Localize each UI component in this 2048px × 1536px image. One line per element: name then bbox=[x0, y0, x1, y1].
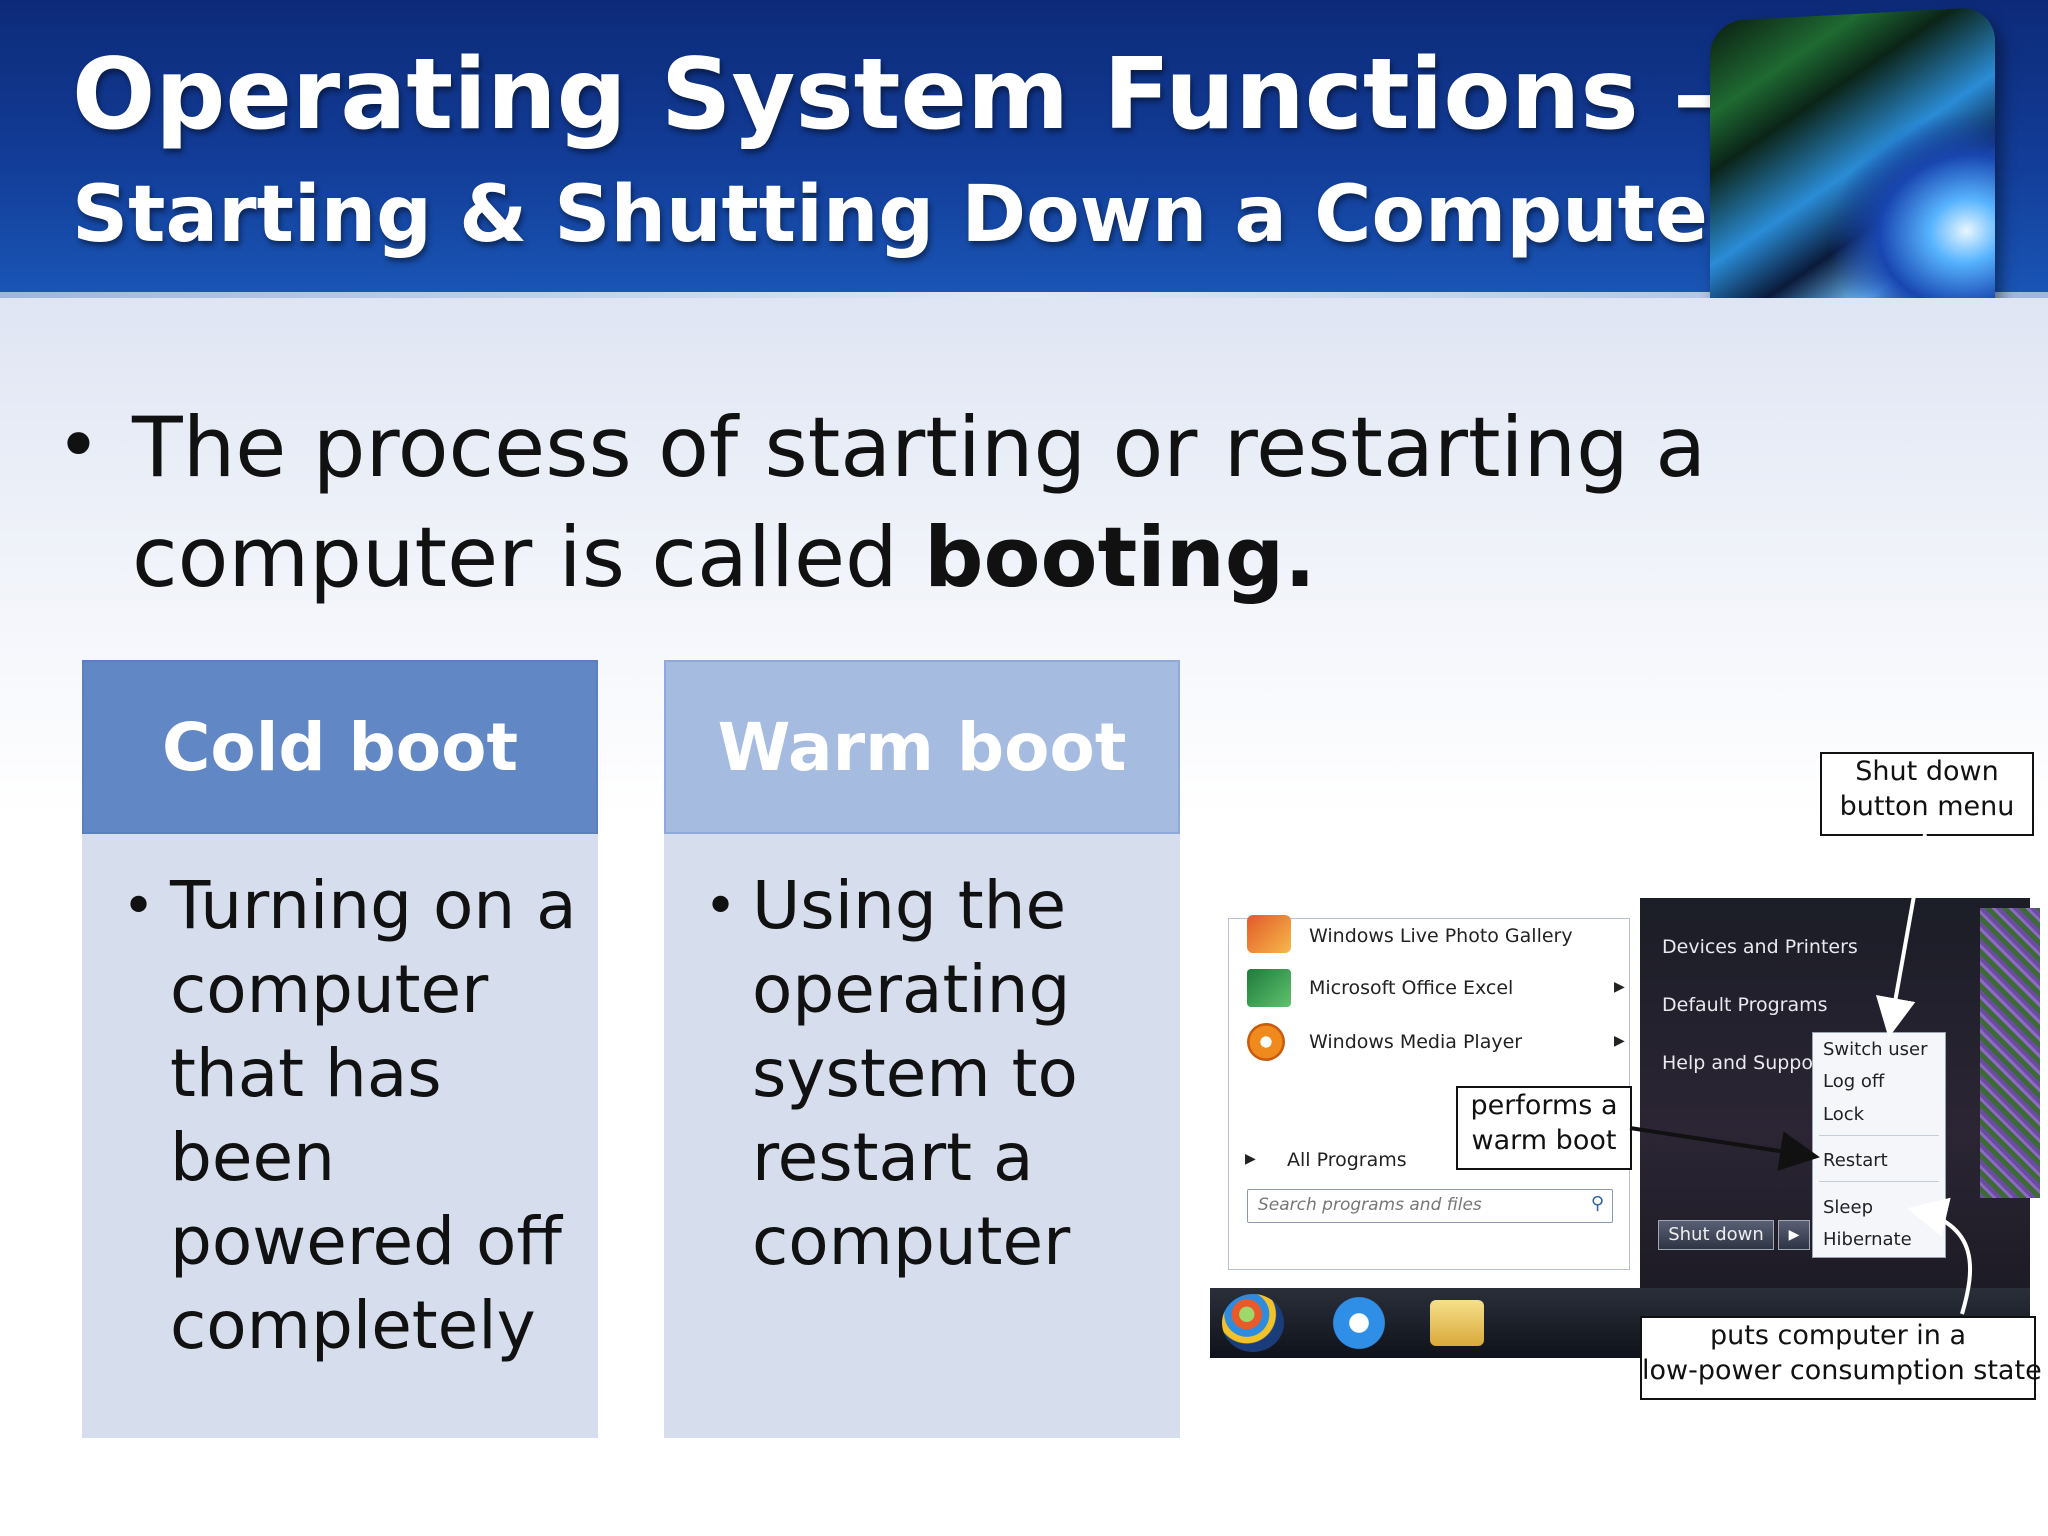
cold-boot-description: Turning on a computer that has been powe… bbox=[170, 867, 577, 1364]
photo-gallery-icon bbox=[1247, 915, 1291, 953]
callout-line: Shut down bbox=[1855, 756, 1999, 787]
submenu-arrow-icon: ▶ bbox=[1614, 1033, 1625, 1049]
submenu-lock[interactable]: Lock bbox=[1823, 1104, 1865, 1125]
slide-title: Operating System Functions – bbox=[72, 38, 1722, 152]
callout-line: performs a bbox=[1470, 1090, 1618, 1121]
menu-item-devices-printers[interactable]: Devices and Printers bbox=[1662, 936, 1858, 958]
menu-item-photo-gallery[interactable]: Windows Live Photo Gallery bbox=[1309, 925, 1573, 947]
bullet-text-bold: booting. bbox=[924, 509, 1316, 606]
callout-performs-warm-boot: performs a warm boot bbox=[1456, 1086, 1632, 1170]
submenu-log-off[interactable]: Log off bbox=[1823, 1071, 1885, 1092]
menu-item-excel[interactable]: Microsoft Office Excel bbox=[1309, 977, 1514, 999]
flower-background-image bbox=[1980, 908, 2040, 1198]
submenu-restart[interactable]: Restart bbox=[1823, 1150, 1888, 1171]
menu-item-all-programs[interactable]: All Programs bbox=[1287, 1149, 1407, 1171]
start-button-icon[interactable] bbox=[1222, 1294, 1284, 1352]
shut-down-submenu: Switch user Log off Lock Restart Sleep H… bbox=[1812, 1032, 1946, 1258]
callout-shut-down-button-menu: Shut down button menu bbox=[1820, 752, 2034, 836]
menu-item-help-support[interactable]: Help and Suppor bbox=[1662, 1052, 1821, 1074]
menu-item-media-player[interactable]: Windows Media Player bbox=[1309, 1031, 1523, 1053]
file-explorer-icon[interactable] bbox=[1430, 1300, 1484, 1346]
warm-boot-card: Warm boot • Using the operating system t… bbox=[664, 660, 1180, 1438]
callout-line: puts computer in a bbox=[1709, 1320, 1967, 1351]
internet-explorer-icon[interactable] bbox=[1328, 1294, 1390, 1352]
bullet-icon: • bbox=[56, 400, 101, 489]
main-bullet-text: The process of starting or restarting a … bbox=[132, 393, 1942, 613]
bullet-text-plain: The process of starting or restarting a … bbox=[132, 399, 1707, 606]
submenu-divider bbox=[1819, 1135, 1939, 1136]
search-placeholder: Search programs and files bbox=[1258, 1195, 1482, 1215]
callout-line: low-power consumption state bbox=[1642, 1355, 2042, 1386]
start-search-input[interactable]: Search programs and files ⚲ bbox=[1247, 1189, 1613, 1223]
callout-line: warm boot bbox=[1471, 1125, 1617, 1156]
menu-item-default-programs[interactable]: Default Programs bbox=[1662, 994, 1828, 1016]
slide-subtitle: Starting & Shutting Down a Computer bbox=[72, 170, 1747, 260]
shut-down-button[interactable]: Shut down bbox=[1658, 1220, 1774, 1250]
media-player-icon bbox=[1247, 1023, 1285, 1061]
submenu-hibernate[interactable]: Hibernate bbox=[1823, 1229, 1912, 1250]
callout-low-power-state: puts computer in a low-power consumption… bbox=[1640, 1316, 2042, 1400]
bullet-icon: • bbox=[704, 874, 738, 939]
submenu-sleep[interactable]: Sleep bbox=[1823, 1197, 1874, 1218]
shut-down-menu-arrow-button[interactable]: ▶ bbox=[1778, 1220, 1810, 1250]
excel-icon bbox=[1247, 969, 1291, 1007]
submenu-switch-user[interactable]: Switch user bbox=[1823, 1039, 1928, 1060]
callout-line: button menu bbox=[1839, 791, 2015, 822]
bullet-icon: • bbox=[122, 874, 156, 939]
warm-boot-heading: Warm boot bbox=[664, 660, 1180, 834]
submenu-divider bbox=[1819, 1181, 1939, 1182]
submenu-arrow-icon: ▶ bbox=[1614, 979, 1625, 995]
all-programs-arrow-icon: ▶ bbox=[1245, 1151, 1256, 1167]
cold-boot-heading: Cold boot bbox=[82, 660, 598, 834]
title-banner: Operating System Functions – Starting & … bbox=[0, 0, 2048, 298]
warm-boot-description: Using the operating system to restart a … bbox=[752, 867, 1078, 1280]
cold-boot-card: Cold boot • Turning on a computer that h… bbox=[82, 660, 598, 1438]
search-icon: ⚲ bbox=[1590, 1193, 1604, 1214]
